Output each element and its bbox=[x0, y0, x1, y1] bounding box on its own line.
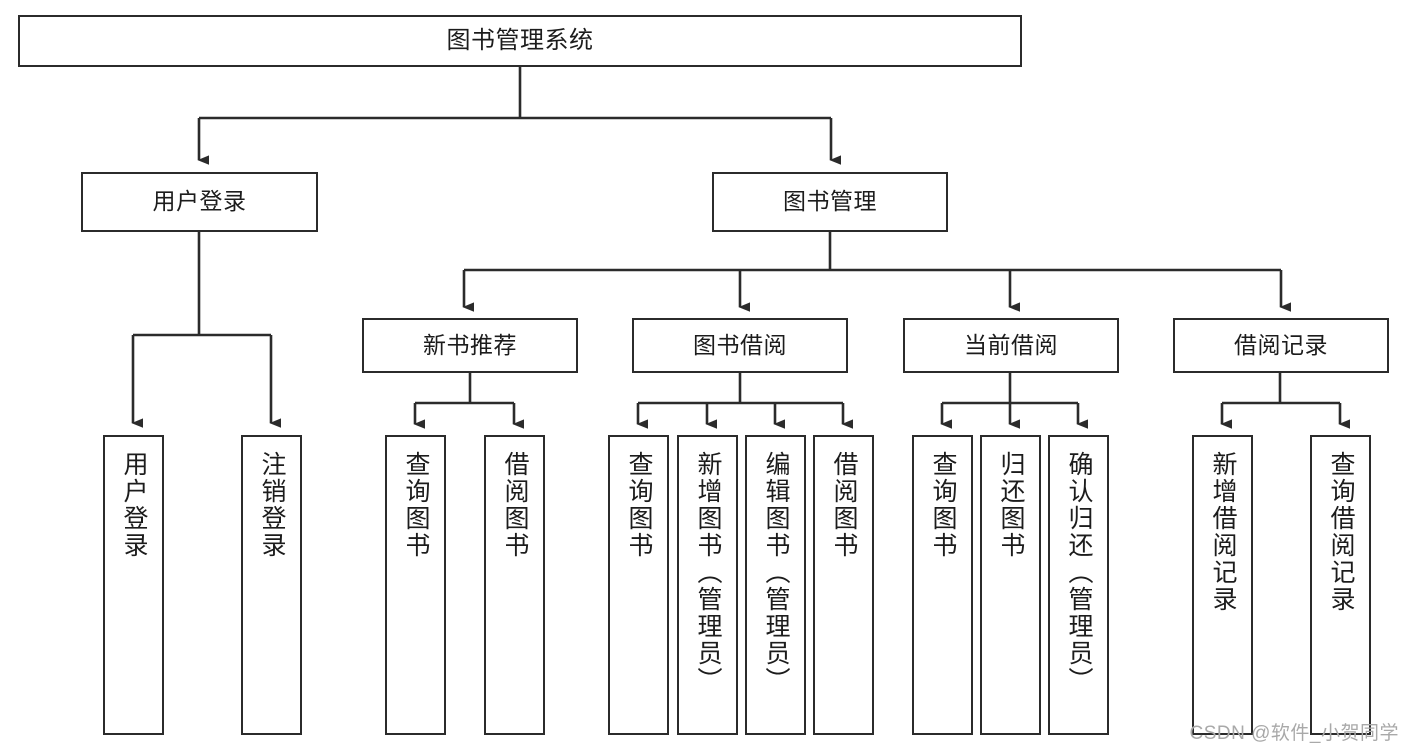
node-leaf-borrow-book-new[interactable]: 借阅图书 bbox=[484, 435, 545, 735]
node-label: 用户登录 bbox=[152, 188, 247, 215]
node-label: 借阅图书 bbox=[830, 451, 858, 559]
node-leaf-return-book[interactable]: 归还图书 bbox=[980, 435, 1041, 735]
node-label: 查询图书 bbox=[625, 451, 653, 559]
node-label: 新书推荐 bbox=[423, 331, 517, 358]
node-label: 查询图书 bbox=[402, 451, 430, 559]
node-label: 注销登录 bbox=[258, 451, 286, 559]
node-label: 新增图书（管理员） bbox=[694, 451, 722, 694]
node-current-borrow[interactable]: 当前借阅 bbox=[903, 318, 1119, 373]
node-label: 查询图书 bbox=[929, 451, 957, 559]
watermark-text: CSDN @软件_小贺同学 bbox=[1189, 723, 1399, 744]
node-root-system[interactable]: 图书管理系统 bbox=[18, 15, 1022, 67]
node-label: 当前借阅 bbox=[964, 331, 1058, 358]
node-label: 图书管理 bbox=[783, 188, 877, 215]
node-label: 编辑图书（管理员） bbox=[762, 451, 790, 694]
node-leaf-query-book-new[interactable]: 查询图书 bbox=[385, 435, 446, 735]
node-leaf-query-book-current[interactable]: 查询图书 bbox=[912, 435, 973, 735]
node-leaf-borrow-book[interactable]: 借阅图书 bbox=[813, 435, 874, 735]
node-leaf-edit-book-admin[interactable]: 编辑图书（管理员） bbox=[745, 435, 806, 735]
node-label: 确认归还（管理员） bbox=[1065, 451, 1093, 694]
node-label: 图书管理系统 bbox=[446, 26, 594, 54]
node-label: 查询借阅记录 bbox=[1327, 451, 1355, 613]
node-leaf-add-book-admin[interactable]: 新增图书（管理员） bbox=[677, 435, 738, 735]
node-leaf-add-borrow-record[interactable]: 新增借阅记录 bbox=[1192, 435, 1253, 735]
node-leaf-user-login[interactable]: 用户登录 bbox=[103, 435, 164, 735]
node-leaf-query-borrow-record[interactable]: 查询借阅记录 bbox=[1310, 435, 1371, 735]
node-user-login[interactable]: 用户登录 bbox=[81, 172, 318, 232]
node-label: 用户登录 bbox=[120, 451, 148, 559]
node-book-borrow[interactable]: 图书借阅 bbox=[632, 318, 848, 373]
node-leaf-confirm-return-admin[interactable]: 确认归还（管理员） bbox=[1048, 435, 1109, 735]
node-label: 归还图书 bbox=[997, 451, 1025, 559]
node-leaf-logout[interactable]: 注销登录 bbox=[241, 435, 302, 735]
node-label: 借阅记录 bbox=[1234, 331, 1328, 358]
node-new-book-recommend[interactable]: 新书推荐 bbox=[362, 318, 578, 373]
node-book-management[interactable]: 图书管理 bbox=[712, 172, 948, 232]
node-borrow-record[interactable]: 借阅记录 bbox=[1173, 318, 1389, 373]
node-label: 图书借阅 bbox=[693, 331, 787, 358]
node-label: 新增借阅记录 bbox=[1209, 451, 1237, 613]
node-label: 借阅图书 bbox=[501, 451, 529, 559]
node-leaf-query-book[interactable]: 查询图书 bbox=[608, 435, 669, 735]
